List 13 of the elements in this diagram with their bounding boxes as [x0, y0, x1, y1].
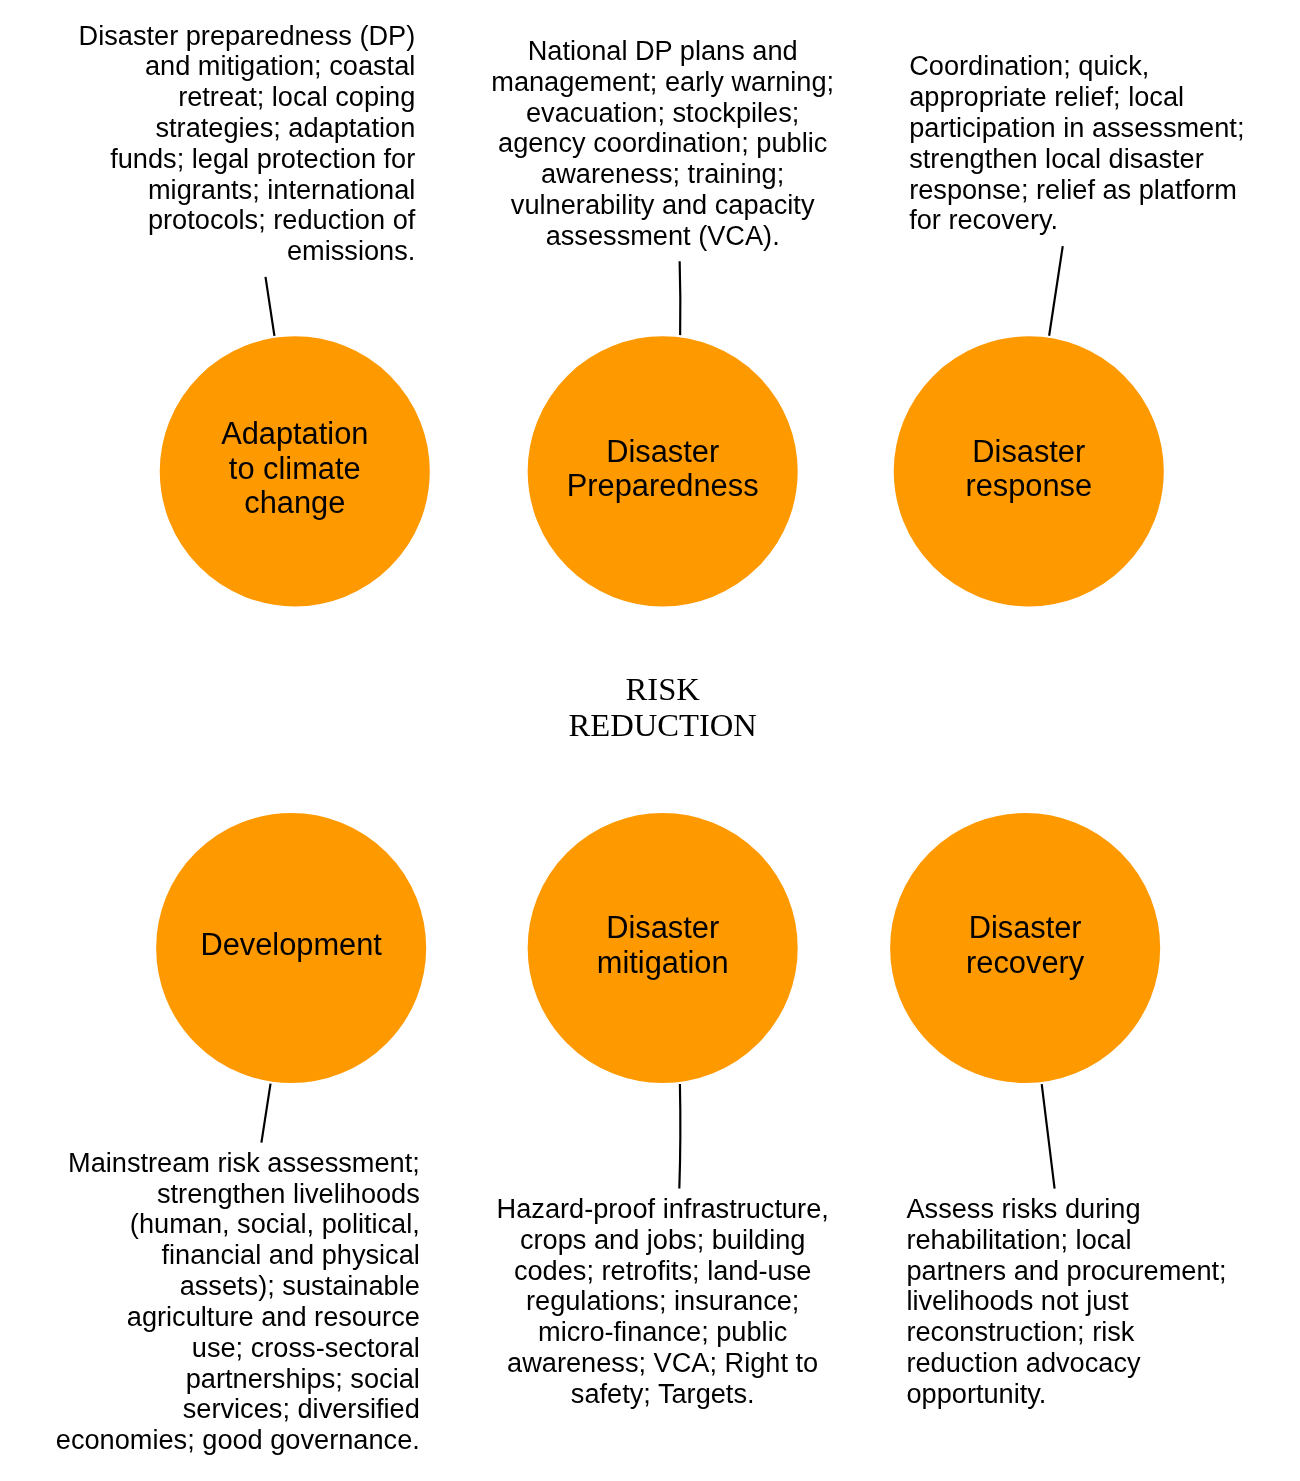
- node-text: Disaster preparedness (DP) and mitigation; coastal retreat; local coping strategies; adaptation funds; legal protection for migrants; international protocols; reduction of emissions.: [78, 19, 416, 267]
- node-text: National DP plans and management; early warning; evacuation; stockpiles; agency coordination; public awareness; training; vulnerability and capacity assessment (VCA).: [491, 34, 835, 251]
- node-text: Coordination; quick, appropriate relief; local participation in assessment; strengthen local disaster response; relief as platform for recovery.: [909, 50, 1245, 236]
- connector: [1040, 1083, 1056, 1189]
- connector: [1048, 245, 1064, 336]
- connector: [678, 261, 682, 336]
- node-text: Hazard-proof infrastructure, crops and jobs; building codes; retrofits; land-use regulations; insurance; micro-finance; public awareness; VCA; Right to safety; Targets.: [496, 1193, 829, 1409]
- node-text: Mainstream risk assessment; strengthen livelihoods (human, social, political, financial and physical assets); sustainable agriculture and resource use; cross-sectoral partnerships; social services; diversified economies; good governance.: [55, 1146, 420, 1456]
- connector: [260, 1083, 272, 1143]
- node-text: Assess risks during rehabilitation; local partners and procurement; livelihoods not just reconstruction; risk reduction advocacy opportunity.: [906, 1193, 1227, 1409]
- connector: [678, 1084, 682, 1189]
- connector: [264, 276, 276, 336]
- node-text: RISK REDUCTION: [568, 670, 757, 743]
